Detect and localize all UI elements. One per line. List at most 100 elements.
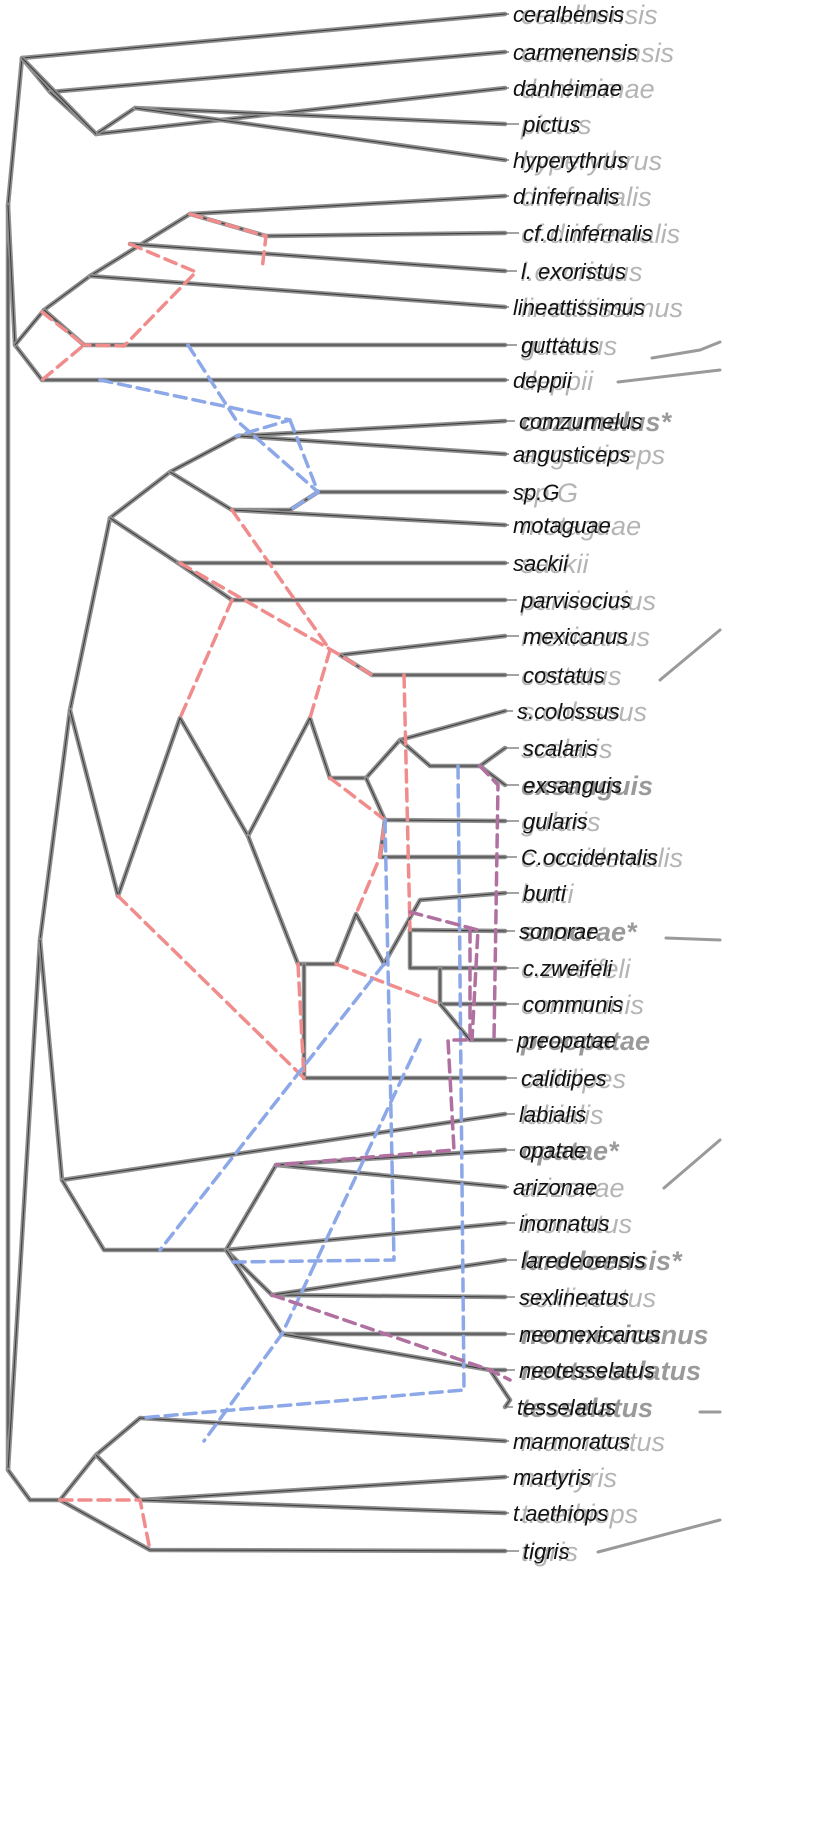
taxon-label: sp.G [513, 480, 559, 505]
tree-branch [107, 515, 508, 566]
hybridization-edges [40, 212, 512, 1552]
taxon-label: carmenensis [513, 40, 638, 65]
ghost-taxon-label: s.colossus [521, 697, 647, 727]
taxon-label: l. exoristus [521, 259, 626, 284]
hybrid-edge-red [230, 508, 332, 720]
taxon-label: martyris [513, 1465, 591, 1490]
taxon-label: guttatus [521, 333, 599, 358]
taxon-label: mexicanus [523, 624, 628, 649]
ghost-taxon-label: neotesselatus [521, 1356, 701, 1386]
ghost-taxon-label: danheimae [521, 74, 655, 104]
tree-branch [407, 927, 508, 971]
hybrid-edge-red [178, 561, 374, 677]
tree-branch-core [134, 107, 506, 161]
tree-branch-core [231, 509, 506, 526]
connector-line [650, 340, 722, 360]
ghost-taxon-label: calidipes [521, 1064, 626, 1094]
ghost-taxon-label: parvisocius [520, 586, 656, 616]
ghost-taxon-label: sexlineatus [521, 1283, 656, 1313]
taxon-label: lineattissimus [513, 295, 645, 320]
taxon-label: neotesselatus [519, 1358, 655, 1383]
tree-branch-core [399, 739, 506, 767]
tree-branch-core [43, 309, 505, 346]
tree-branch [167, 469, 508, 513]
tree-branch-core [409, 929, 506, 932]
connector-line [658, 628, 722, 682]
ghost-taxon-label: mexicanus [521, 622, 650, 652]
ghost-taxon-label: costatus [521, 661, 622, 691]
ghost-taxon-label: scalaris [521, 734, 613, 764]
ghost-taxon-label: opatae* [521, 1136, 620, 1166]
taxon-label: neomexicanus [519, 1322, 661, 1347]
taxon-label: cf.d.infernalis [523, 221, 653, 246]
taxon-label: preopatae [516, 1028, 616, 1053]
hybrid-edge-blue [158, 962, 386, 1252]
tree-branch-core [39, 939, 506, 1181]
ghost-taxon-label: l.exoristus [521, 257, 643, 287]
tree-branch-core [129, 243, 506, 272]
hybrid-edge-red [296, 962, 306, 1080]
tree-branch [187, 211, 508, 239]
tree-branch-core [21, 57, 97, 135]
tree-branch [41, 307, 508, 348]
ghost-taxon-label: martyris [521, 1463, 617, 1493]
tree-branch-core [95, 1454, 506, 1501]
ghost-taxon-label: sp.G [521, 478, 578, 508]
hybrid-edge-red [178, 598, 234, 720]
taxon-label: sackii [513, 551, 569, 576]
taxon-label: t.aethiops [513, 1501, 608, 1526]
tree-branch-core [59, 1499, 506, 1552]
ghost-taxon-label: lineattissimus [521, 293, 683, 323]
taxon-label: deppii [513, 368, 573, 393]
taxon-label: C.occidentalis [521, 845, 658, 870]
taxon-label: labialis [519, 1102, 586, 1127]
taxon-label: danheimae [513, 76, 622, 101]
tree-branch-core [339, 635, 506, 656]
ghost-taxon-label: communis [521, 990, 644, 1020]
ghost-taxon-label: d.infernalis [521, 182, 652, 212]
taxon-label: tigris [523, 1539, 569, 1564]
ghost-taxon-label: carmenensis [521, 38, 674, 68]
tree-branch-core [69, 709, 506, 897]
ghost-taxon-label: c.occidentalis [521, 843, 683, 873]
connector-line [664, 936, 722, 942]
tree-branch [363, 775, 508, 824]
ghost-taxon-label: pictus [520, 110, 592, 140]
taxon-label: exsanguis [523, 773, 622, 798]
ghost-taxon-label: ceralbensis [521, 0, 658, 30]
tree-branch-core [89, 275, 506, 308]
ghost-taxon-label: gularis [521, 807, 601, 837]
hybrid-edge-purple [274, 928, 472, 1167]
hybrid-edge-red [116, 894, 306, 1080]
tree-branch [5, 418, 508, 1473]
taxon-label: ceralbensis [513, 2, 624, 27]
taxon-label: inornatus [519, 1211, 610, 1236]
tree-branch-core [7, 204, 505, 381]
taxon-label: laredeoensis [521, 1248, 646, 1273]
outside-connectors [596, 340, 722, 1554]
taxon-label: communis [523, 992, 623, 1017]
taxon-label: d.infernalis [513, 184, 619, 209]
taxon-label: burti [523, 881, 567, 906]
taxon-label: scalaris [523, 736, 598, 761]
ghost-taxon-label: sackii [521, 549, 590, 579]
hybrid-edge-blue [98, 378, 292, 438]
taxon-label: s.colossus [517, 699, 620, 724]
hybrid-edge-red [188, 212, 268, 272]
hybrid-edge-red [40, 310, 86, 382]
hybrid-edge-red [82, 242, 198, 348]
leaf-label-layer: ceralbensiscarmenensisdanheimaepictushyp… [513, 2, 661, 1564]
ghost-label-layer: ceralbensiscarmenensisdanheimaepictushyp… [520, 0, 709, 1567]
ghost-taxon-label: sonorae* [521, 917, 638, 947]
tree-branch-core [379, 819, 505, 858]
ghost-taxon-label: preopatae [520, 1026, 650, 1056]
hybrid-edge-purple [408, 910, 480, 1042]
tree-branch [5, 1415, 508, 1503]
taxon-label: angusticeps [513, 442, 630, 467]
tree-branch-core [237, 435, 506, 455]
tree-branch-core [439, 1003, 505, 1041]
ghost-taxon-label: motaguae [521, 511, 641, 541]
ghost-taxon-label: inornatus [521, 1209, 632, 1239]
ghost-taxon-label: arizonae [521, 1173, 625, 1203]
